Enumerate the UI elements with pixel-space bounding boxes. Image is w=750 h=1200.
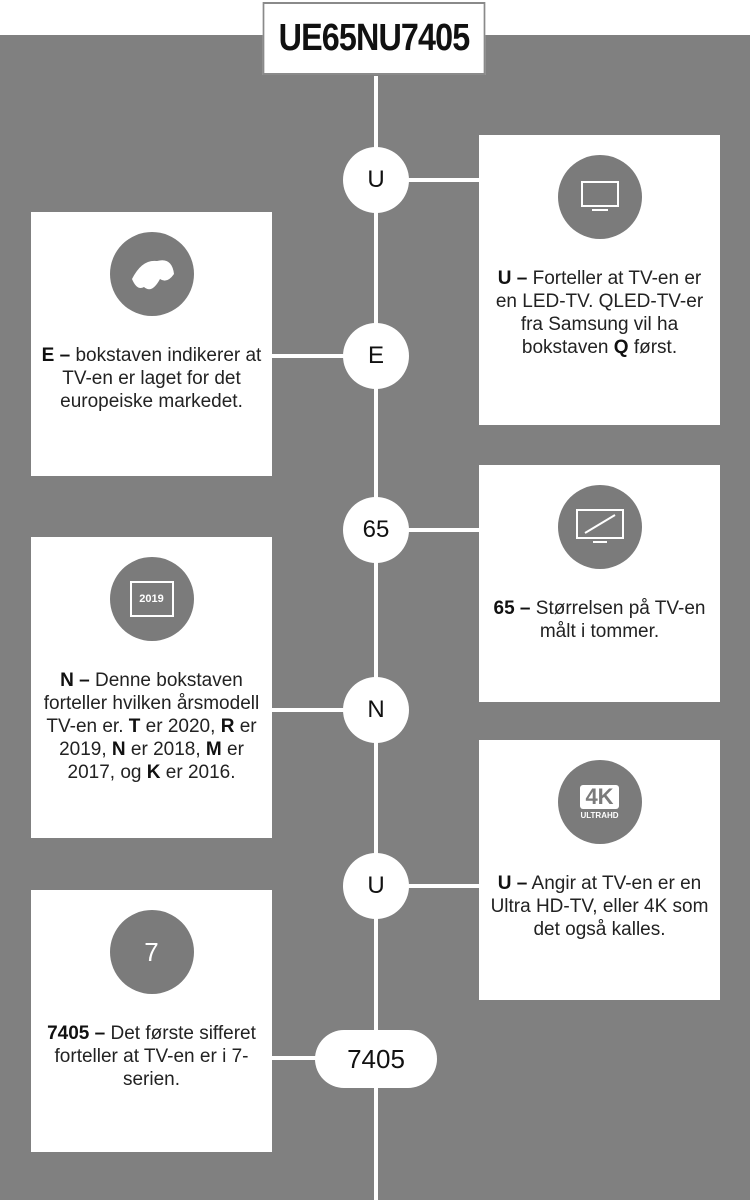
- calendar-icon: 2019: [109, 557, 194, 641]
- node-u: U: [343, 147, 409, 213]
- card-text: E – bokstaven indikerer at TV-en er lage…: [41, 345, 262, 412]
- connector: [272, 1056, 322, 1060]
- card-text: N – Denne bokstaven forteller hvilken år…: [43, 670, 260, 783]
- series-7-icon: 7: [109, 910, 194, 994]
- node-u2: U: [343, 853, 409, 919]
- node-7405: 7405: [315, 1030, 437, 1088]
- calendar-year: 2019: [129, 581, 174, 617]
- connector: [272, 354, 352, 358]
- card-u-led: U – Forteller at TV-en er en LED-TV. QLE…: [479, 135, 720, 425]
- card-text: U – Angir at TV-en er en Ultra HD-TV, el…: [490, 873, 709, 940]
- connector: [272, 708, 352, 712]
- card-e-europe: E – bokstaven indikerer at TV-en er lage…: [31, 212, 272, 476]
- globe-europe-icon: [109, 232, 194, 316]
- card-text: 65 – Størrelsen på TV-en målt i tommer.: [493, 598, 706, 642]
- connector: [400, 178, 480, 182]
- node-n: N: [343, 677, 409, 743]
- tv-icon: [557, 155, 642, 239]
- connector: [400, 528, 480, 532]
- model-title: UE65NU7405: [262, 2, 486, 75]
- node-65: 65: [343, 497, 409, 563]
- card-text: U – Forteller at TV-en er en LED-TV. QLE…: [495, 268, 704, 358]
- node-e: E: [343, 323, 409, 389]
- card-65-size: 65 – Størrelsen på TV-en målt i tommer.: [479, 465, 720, 702]
- timeline-line: [374, 76, 378, 1200]
- connector: [400, 884, 480, 888]
- card-7405-series: 7 7405 – Det første sifferet forteller a…: [31, 890, 272, 1152]
- card-n-year: 2019 N – Denne bokstaven forteller hvilk…: [31, 537, 272, 838]
- screen-size-icon: [557, 485, 642, 569]
- card-text: 7405 – Det første sifferet forteller at …: [47, 1023, 256, 1090]
